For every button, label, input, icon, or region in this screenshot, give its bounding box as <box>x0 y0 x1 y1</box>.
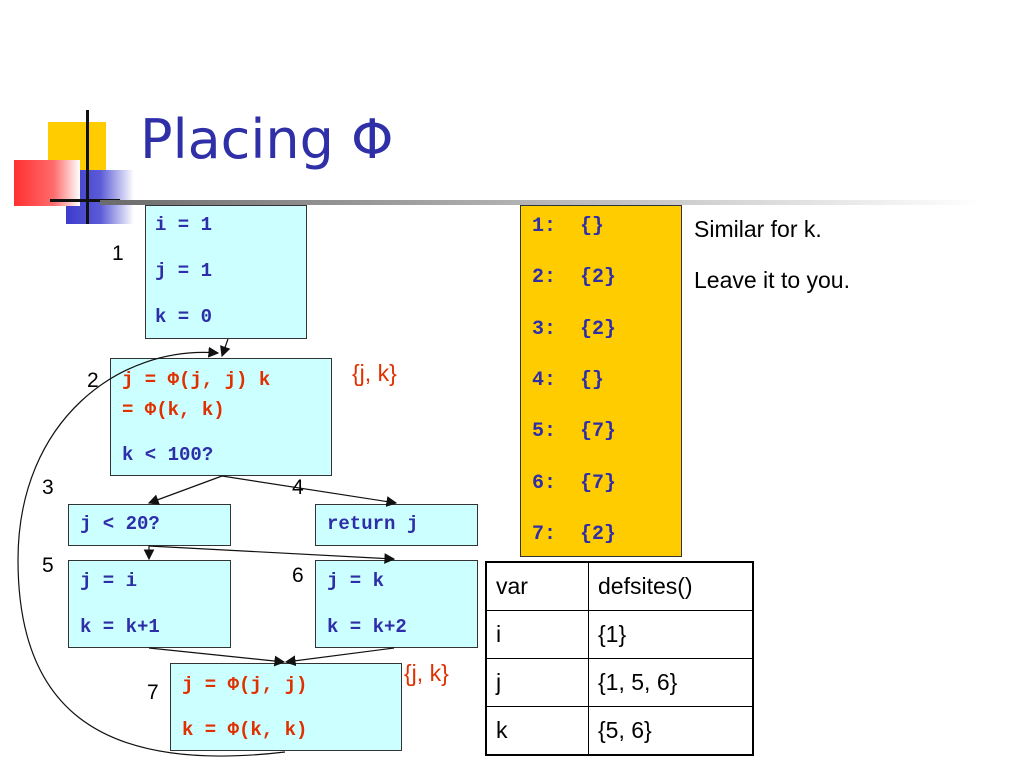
frontier-row-3: 3: {2} <box>532 318 617 341</box>
edge-6-7 <box>284 647 395 667</box>
block5-line-2: k = k+1 <box>80 616 160 638</box>
table-row: k {5, 6} <box>485 706 754 756</box>
page-title: Placing Φ <box>140 108 394 171</box>
note-leave: Leave it to you. <box>694 267 850 293</box>
row-2-var: j <box>485 658 589 707</box>
header-var: var <box>485 561 589 611</box>
block2-label: 2 <box>87 369 99 392</box>
edge-5-7 <box>148 647 286 667</box>
title-rule <box>100 200 980 205</box>
edge-3-6 <box>148 545 396 564</box>
edge-2-4 <box>221 475 398 507</box>
block-2 <box>110 358 332 476</box>
logo-horizontal-line <box>50 199 120 202</box>
logo-vertical-line <box>86 110 89 224</box>
block1-line-2: j = 1 <box>155 260 213 282</box>
frontier-row-5: 5: {7} <box>532 420 617 443</box>
block2-line-1: j = Φ(j, j) k <box>122 369 271 391</box>
block5-line-1: j = i <box>80 570 138 592</box>
row-1-var: i <box>485 610 589 659</box>
block3-label: 3 <box>42 476 54 499</box>
block-6 <box>315 560 478 648</box>
frontier-row-1: 1: {} <box>532 215 605 238</box>
note-similar: Similar for k. <box>694 216 822 242</box>
table-row: j {1, 5, 6} <box>485 658 754 707</box>
block7-label: 7 <box>147 681 159 704</box>
row-2-defsites: {1, 5, 6} <box>588 658 754 707</box>
block3-line-1: j < 20? <box>80 513 160 535</box>
block4-line-1: return j <box>327 513 419 535</box>
block2-line-3: k < 100? <box>122 444 214 466</box>
block2-line-2: = Φ(k, k) <box>122 399 225 421</box>
row-1-defsites: {1} <box>588 610 754 659</box>
block1-label: 1 <box>112 242 124 265</box>
block6-label: 6 <box>292 564 304 587</box>
logo-red-square <box>14 160 80 206</box>
block5-label: 5 <box>42 554 54 577</box>
block7-annotation: {j, k} <box>404 660 449 686</box>
frontier-row-2: 2: {2} <box>532 266 617 289</box>
table-header-row: var defsites() <box>485 561 754 611</box>
block7-line-1: j = Φ(j, j) <box>182 674 308 696</box>
block6-line-2: k = k+2 <box>327 616 407 638</box>
block-1 <box>145 205 307 339</box>
block7-line-2: k = Φ(k, k) <box>182 719 308 741</box>
block1-line-1: i = 1 <box>155 214 213 236</box>
edge-2-3 <box>147 475 223 505</box>
block-4 <box>315 504 478 546</box>
block-5 <box>68 560 231 648</box>
frontier-row-4: 4: {} <box>532 369 605 392</box>
table-row: i {1} <box>485 610 754 659</box>
block2-annotation: {j, k} <box>352 360 397 386</box>
row-3-var: k <box>485 706 589 756</box>
block6-line-1: j = k <box>327 570 385 592</box>
block4-label: 4 <box>292 476 304 499</box>
block-7 <box>170 663 402 751</box>
edge-1-2 <box>220 338 231 358</box>
dominance-frontier-box <box>520 205 682 557</box>
block1-line-3: k = 0 <box>155 306 213 328</box>
row-3-defsites: {5, 6} <box>588 706 754 756</box>
edge-7-2-backedge <box>17 346 286 757</box>
defsites-table: var defsites() i {1} j {1, 5, 6} k {5, 6… <box>485 561 754 756</box>
header-defsites: defsites() <box>588 561 754 611</box>
frontier-row-6: 6: {7} <box>532 472 617 495</box>
frontier-row-7: 7: {2} <box>532 523 617 546</box>
